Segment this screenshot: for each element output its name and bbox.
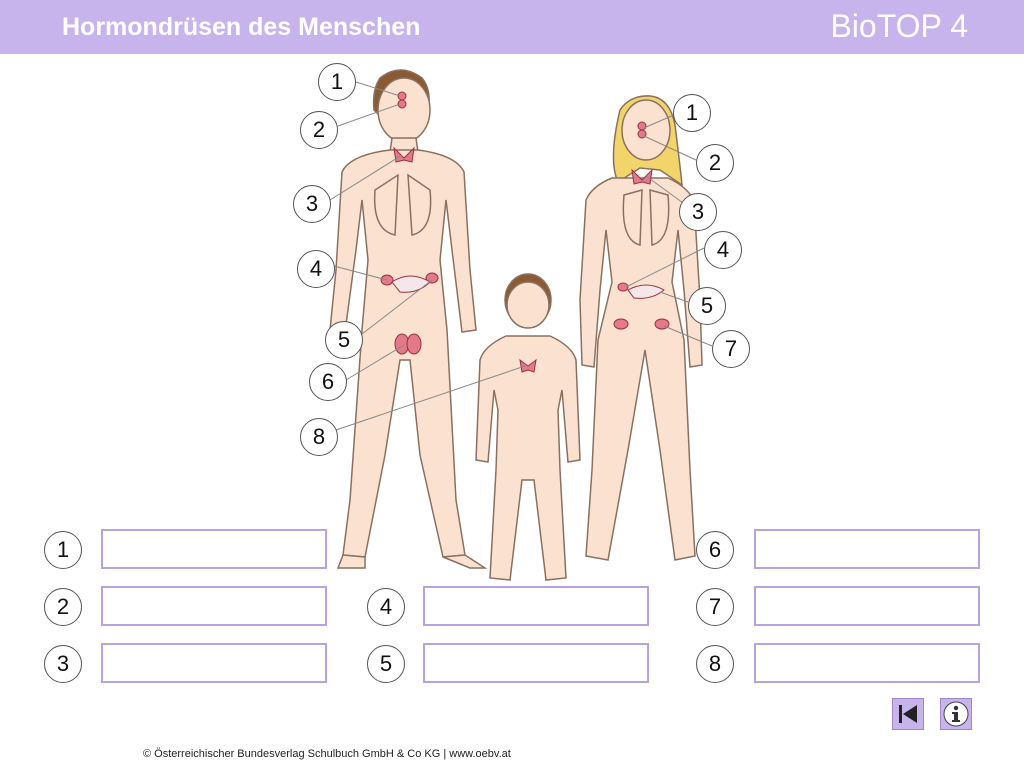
info-button[interactable] [940,698,972,730]
info-icon [943,701,969,727]
child-figure [475,273,581,581]
answer-number-1: 1 [44,531,82,569]
answer-number-4: 4 [367,588,405,626]
man-label-1: 1 [318,63,356,101]
skip-back-icon [899,705,917,723]
man-label-8: 8 [300,418,338,456]
answer-field-7[interactable] [754,586,980,626]
man-label-6: 6 [309,363,347,401]
answer-field-8[interactable] [754,643,980,683]
answer-field-1[interactable] [101,529,327,569]
answer-field-6[interactable] [754,529,980,569]
page-title: Hormondrüsen des Menschen [62,13,421,41]
man-label-3: 3 [293,185,331,223]
man-figure [329,69,488,569]
answer-number-6: 6 [696,531,734,569]
brand-logo-text: BioTOP 4 [830,8,968,44]
woman-figure [579,95,703,561]
woman-label-2: 2 [696,144,734,182]
copyright-footer: © Österreichischer Bundesverlag Schulbuc… [143,748,511,760]
body-figures-illustration [329,69,713,581]
header-bar: Hormondrüsen des Menschen BioTOP 4 [0,0,1024,54]
man-label-4: 4 [297,250,335,288]
answer-number-3: 3 [44,645,82,683]
woman-label-1: 1 [673,94,711,132]
answer-number-2: 2 [44,588,82,626]
woman-label-5: 5 [688,287,726,325]
answer-field-4[interactable] [423,586,649,626]
answer-number-5: 5 [367,645,405,683]
back-to-start-button[interactable] [892,698,924,730]
woman-label-3: 3 [679,193,717,231]
woman-label-4: 4 [704,231,742,269]
answer-field-5[interactable] [423,643,649,683]
answer-field-2[interactable] [101,586,327,626]
answer-field-3[interactable] [101,643,327,683]
answer-number-7: 7 [696,588,734,626]
man-label-2: 2 [300,111,338,149]
answer-number-8: 8 [696,645,734,683]
woman-label-7: 7 [712,330,750,368]
man-label-5: 5 [325,321,363,359]
